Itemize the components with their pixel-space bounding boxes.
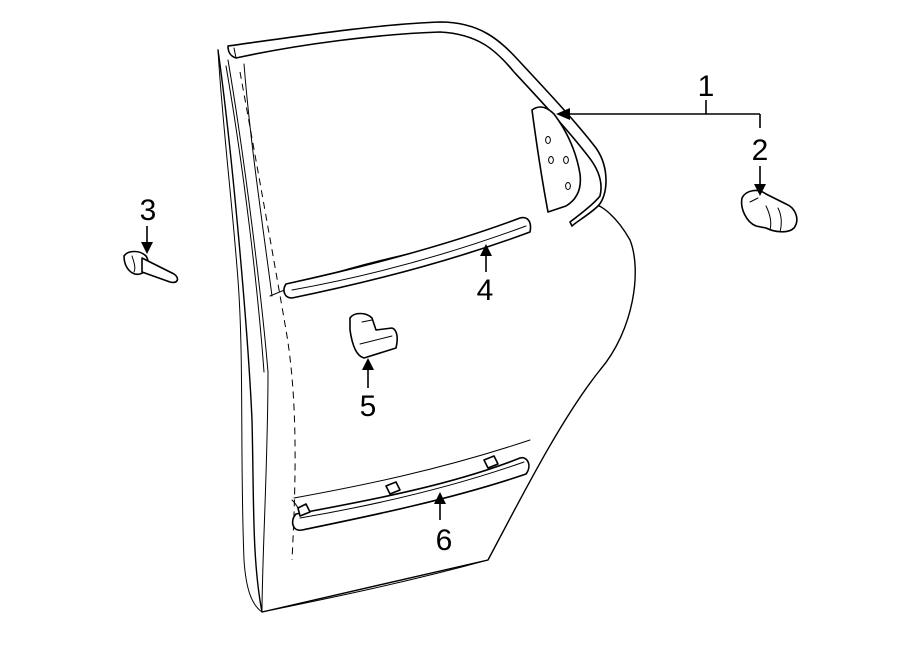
body-side-molding bbox=[291, 455, 530, 531]
callout-1-leader bbox=[556, 100, 761, 128]
callout-label-2: 2 bbox=[752, 134, 769, 167]
push-pin-clip bbox=[123, 250, 179, 284]
grommet-clip bbox=[740, 189, 798, 233]
callout-label-1: 1 bbox=[698, 70, 715, 103]
callout-6-leader bbox=[434, 492, 446, 520]
molding-clip bbox=[349, 312, 398, 359]
callout-label-6: 6 bbox=[436, 524, 453, 557]
callout-2-leader bbox=[754, 166, 766, 196]
belt-molding bbox=[283, 216, 532, 299]
callout-5-leader bbox=[362, 358, 374, 388]
callout-label-4: 4 bbox=[477, 274, 494, 307]
callout-label-5: 5 bbox=[360, 390, 377, 423]
callout-label-3: 3 bbox=[140, 194, 157, 227]
callout-3-leader bbox=[141, 226, 153, 254]
quarter-glass bbox=[531, 106, 582, 213]
rear-door-panel bbox=[217, 49, 636, 613]
callout-4-leader bbox=[480, 244, 492, 272]
window-frame-molding bbox=[227, 21, 607, 297]
